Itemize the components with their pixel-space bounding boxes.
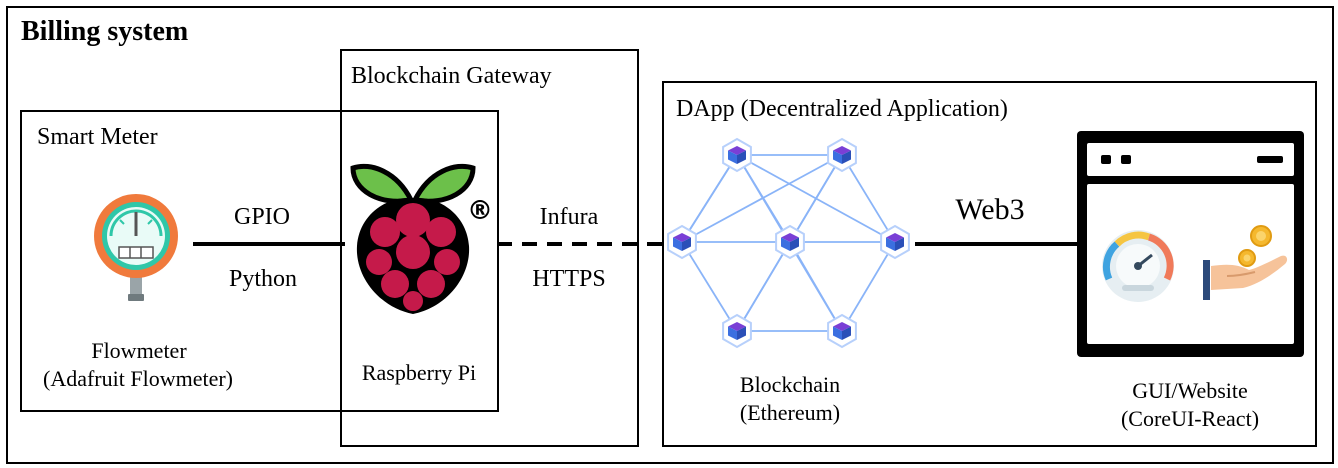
gui-detail: (CoreUI-React) — [1120, 406, 1260, 431]
flowmeter-name: Flowmeter — [91, 338, 187, 363]
hand-coin-icon — [1203, 225, 1288, 300]
browser-titlebar — [1087, 143, 1294, 176]
speedometer-icon — [1102, 230, 1174, 302]
blockchain-node-icon — [775, 224, 805, 260]
blockchain-node-icon — [722, 313, 752, 349]
diagram-title: Billing system — [21, 16, 189, 47]
browser-window-icon — [1077, 131, 1304, 357]
billing-system-frame — [6, 6, 1334, 464]
registered-mark: ® — [467, 196, 493, 226]
raspberry-pi-logo — [350, 163, 476, 314]
dapp-label: DApp (Decentralized Application) — [676, 96, 1008, 122]
smart-meter-label: Smart Meter — [37, 124, 158, 150]
smart-meter-box — [20, 110, 499, 412]
blockchain-node-icon — [827, 137, 857, 173]
window-dot-icon — [1121, 155, 1131, 164]
flowmeter-detail: (Adafruit Flowmeter) — [43, 366, 233, 391]
python-label: Python — [228, 266, 298, 292]
window-dot-icon — [1101, 155, 1111, 164]
infura-label: Infura — [539, 204, 599, 230]
blockchain-node-icon — [827, 313, 857, 349]
blockchain-node-icon — [667, 224, 697, 260]
https-label: HTTPS — [532, 266, 606, 292]
dapp-box — [662, 81, 1317, 447]
blockchain-node-icon — [722, 137, 752, 173]
web3-label: Web3 — [955, 193, 1025, 226]
blockchain-detail: (Ethereum) — [739, 400, 841, 425]
gateway-label: Blockchain Gateway — [351, 63, 552, 89]
blockchain-gateway-box — [340, 49, 639, 447]
blockchain-name: Blockchain — [739, 372, 841, 397]
blockchain-network-icon — [667, 137, 910, 349]
gui-name: GUI/Website — [1132, 378, 1248, 403]
blockchain-node-icon — [880, 224, 910, 260]
raspberry-pi-name: Raspberry Pi — [361, 360, 477, 385]
pressure-gauge-icon — [94, 194, 178, 301]
browser-content — [1087, 184, 1294, 344]
window-dash-icon — [1257, 156, 1283, 163]
gpio-label: GPIO — [233, 204, 291, 230]
